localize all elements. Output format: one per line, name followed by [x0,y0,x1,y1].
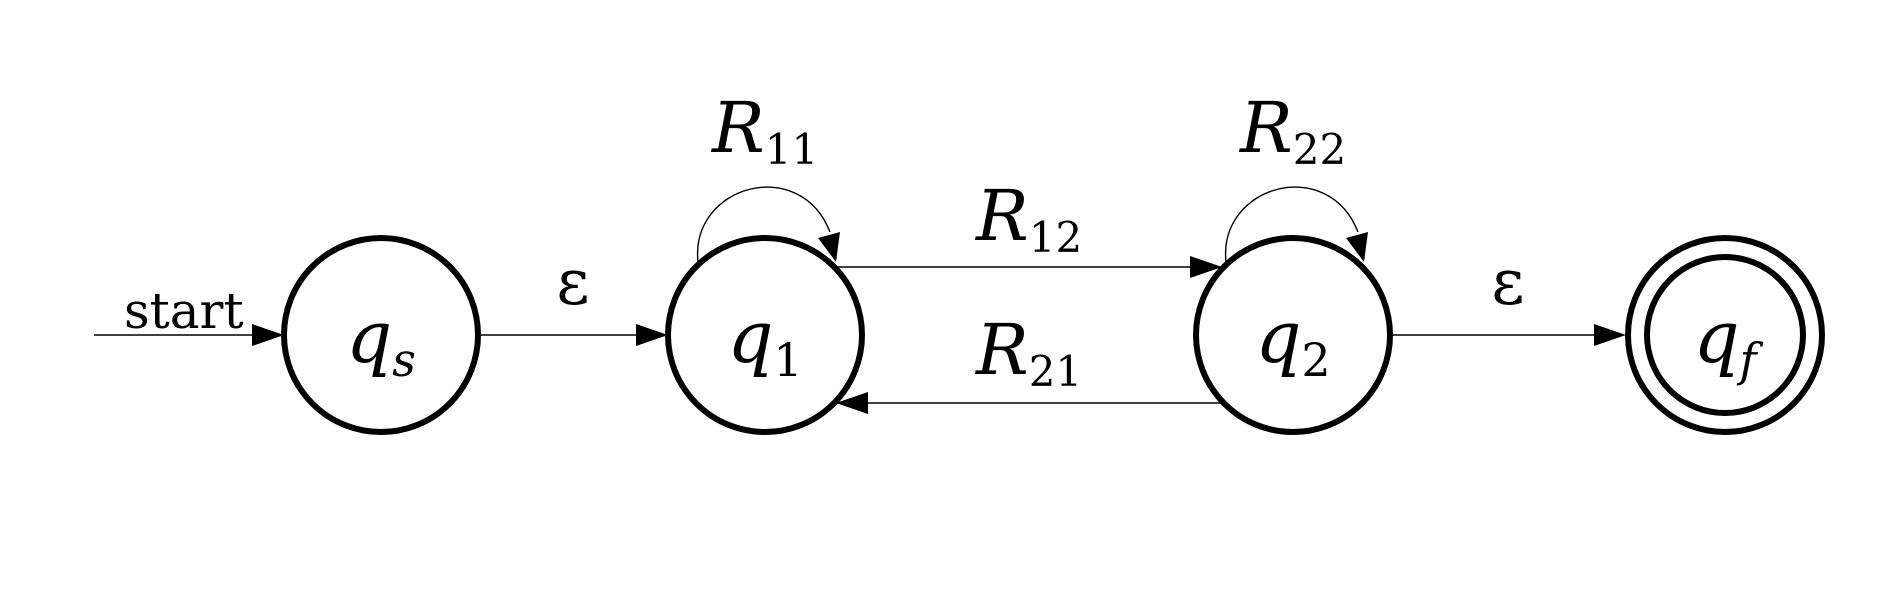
edge-qs-q1 [478,324,668,346]
edge-label-q2-q2: R22 [1238,87,1346,174]
edge-q2-q1 [836,392,1222,414]
edge-q1-q2 [836,256,1222,278]
state-q1: q1 [665,235,865,435]
start-label: start [124,282,244,340]
state-q2: q2 [1193,235,1393,435]
edge-label-q1-q1: R11 [710,87,818,174]
edge-q2-qf [1392,324,1626,346]
edge-label-q2-q1: R21 [974,309,1082,396]
state-qf: qf [1625,235,1825,435]
edge-label-q2-qf: ε [1491,246,1524,320]
edge-label-q1-q2: R12 [974,175,1082,262]
svg-text:q2: q2 [1255,295,1330,387]
start-arrow [94,324,284,346]
svg-text:q1: q1 [727,295,802,387]
state-qs: qs [281,235,481,435]
self-loop-q2 [1225,186,1368,263]
self-loop-q1 [697,186,840,263]
svg-text:qs: qs [346,295,416,387]
edge-label-qs-q1: ε [556,246,589,320]
